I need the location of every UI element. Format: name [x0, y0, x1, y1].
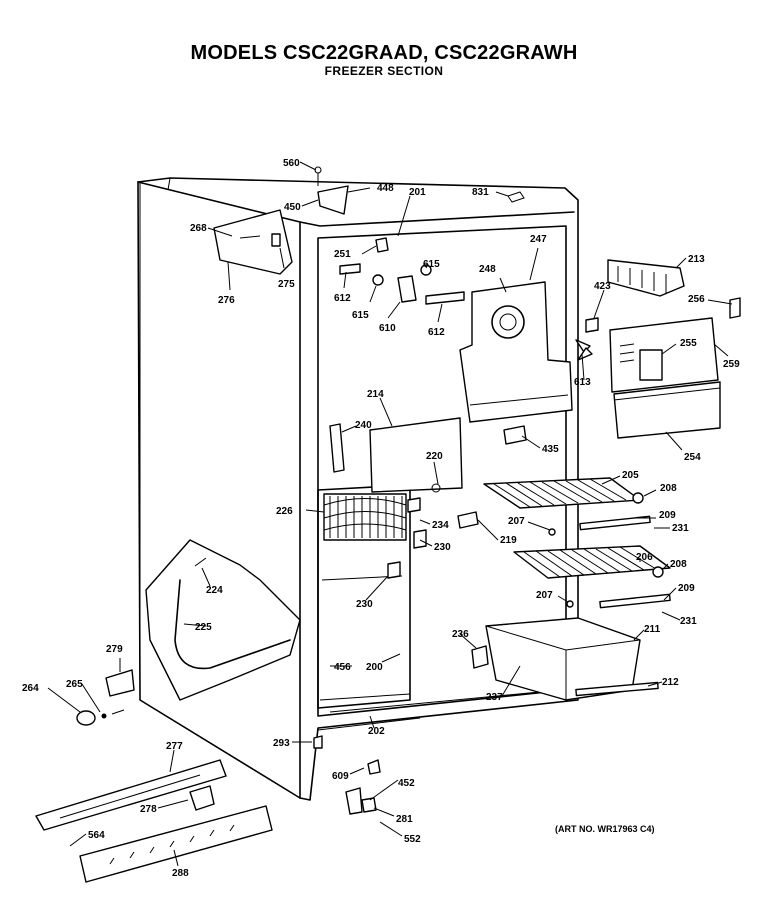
callout-259: 259 — [723, 359, 740, 370]
callout-255: 255 — [680, 338, 697, 349]
callout-277: 277 — [166, 741, 183, 752]
callout-220: 220 — [426, 451, 443, 462]
callout-209a: 209 — [659, 510, 676, 521]
ice-bucket — [145, 539, 301, 701]
callout-609: 609 — [332, 771, 349, 782]
callout-275: 275 — [278, 279, 295, 290]
cabinet-shell — [137, 177, 579, 801]
ice-maker-panel — [613, 381, 721, 439]
callout-200: 200 — [366, 662, 383, 673]
freezer-basket — [485, 617, 659, 701]
callout-226: 226 — [276, 506, 293, 517]
callout-448: 448 — [377, 183, 394, 194]
callout-206: 206 — [636, 552, 653, 563]
callout-265: 265 — [66, 679, 83, 690]
callout-552: 552 — [404, 834, 421, 845]
ice-maker-cover — [609, 317, 719, 393]
diagram-title: MODELS CSC22GRAAD, CSC22GRAWH — [190, 42, 578, 64]
callout-230b: 230 — [356, 599, 373, 610]
callout-293: 293 — [273, 738, 290, 749]
callout-247: 247 — [530, 234, 547, 245]
callout-208a: 208 — [660, 483, 677, 494]
callout-237: 237 — [486, 692, 503, 703]
callout-212: 212 — [662, 677, 679, 688]
callout-831: 831 — [472, 187, 489, 198]
callout-219: 219 — [500, 535, 517, 546]
callout-213: 213 — [688, 254, 705, 265]
fan-shroud — [459, 281, 573, 423]
diagram-subtitle: FREEZER SECTION — [324, 64, 444, 78]
duct-cover — [369, 417, 463, 493]
callout-279: 279 — [106, 644, 123, 655]
callout-236: 236 — [452, 629, 469, 640]
callout-615a: 615 — [423, 259, 440, 270]
control-box — [213, 209, 293, 275]
callout-264: 264 — [22, 683, 39, 694]
callout-612b: 612 — [428, 327, 445, 338]
callout-230a: 230 — [434, 542, 451, 553]
callout-560: 560 — [283, 158, 300, 169]
evaporator-coil — [323, 493, 407, 541]
lower-wire-shelf — [513, 545, 671, 609]
callout-248: 248 — [479, 264, 496, 275]
callout-225: 225 — [195, 622, 212, 633]
callout-612a: 612 — [334, 293, 351, 304]
callout-423: 423 — [594, 281, 611, 292]
callout-615b: 615 — [352, 310, 369, 321]
callout-256: 256 — [688, 294, 705, 305]
callout-435: 435 — [542, 444, 559, 455]
callout-209b: 209 — [678, 583, 695, 594]
callout-452: 452 — [398, 778, 415, 789]
callout-208b: 208 — [670, 559, 687, 570]
callout-456: 456 — [334, 662, 351, 673]
callout-224: 224 — [206, 585, 223, 596]
callout-202: 202 — [368, 726, 385, 737]
callout-613: 613 — [574, 377, 591, 388]
callout-564: 564 — [88, 830, 105, 841]
art-number: (ART NO. WR17963 C4) — [555, 824, 655, 834]
top-hinge — [314, 166, 349, 215]
callout-231a: 231 — [672, 523, 689, 534]
ice-tray — [607, 259, 685, 297]
callout-205: 205 — [622, 470, 639, 481]
callout-labels: 560 448 450 201 831 268 275 276 251 615 … — [22, 158, 740, 879]
callout-610: 610 — [379, 323, 396, 334]
callout-268: 268 — [190, 223, 207, 234]
callout-207a: 207 — [508, 516, 525, 527]
callout-254: 254 — [684, 452, 701, 463]
callout-450: 450 — [284, 202, 301, 213]
callout-240: 240 — [355, 420, 372, 431]
callout-207b: 207 — [536, 590, 553, 601]
bottom-rail — [35, 759, 227, 831]
callout-214: 214 — [367, 389, 384, 400]
callout-281: 281 — [396, 814, 413, 825]
callout-211: 211 — [644, 624, 661, 635]
callout-251: 251 — [334, 249, 351, 260]
toe-grille — [79, 805, 273, 883]
callout-201: 201 — [409, 187, 426, 198]
callout-278: 278 — [140, 804, 157, 815]
leader-lines — [47, 161, 733, 867]
callout-234: 234 — [432, 520, 449, 531]
callout-288: 288 — [172, 868, 189, 879]
callout-231b: 231 — [680, 616, 697, 627]
small-parts — [76, 191, 741, 815]
callout-276: 276 — [218, 295, 235, 306]
